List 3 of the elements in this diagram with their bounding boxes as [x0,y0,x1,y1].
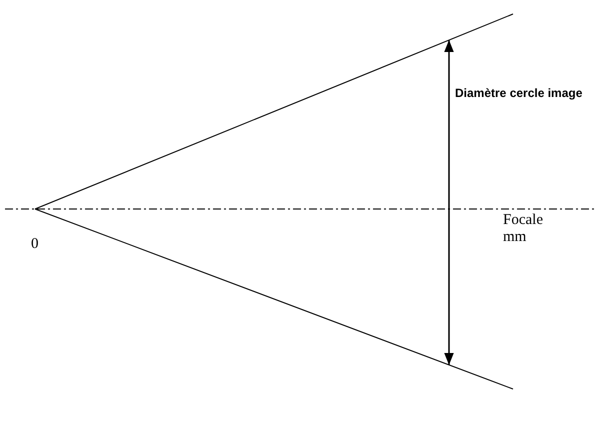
dimension-label: Diamètre cercle image [455,86,582,100]
origin-label: 0 [31,236,38,253]
axis-label: Focale mm [503,212,544,246]
